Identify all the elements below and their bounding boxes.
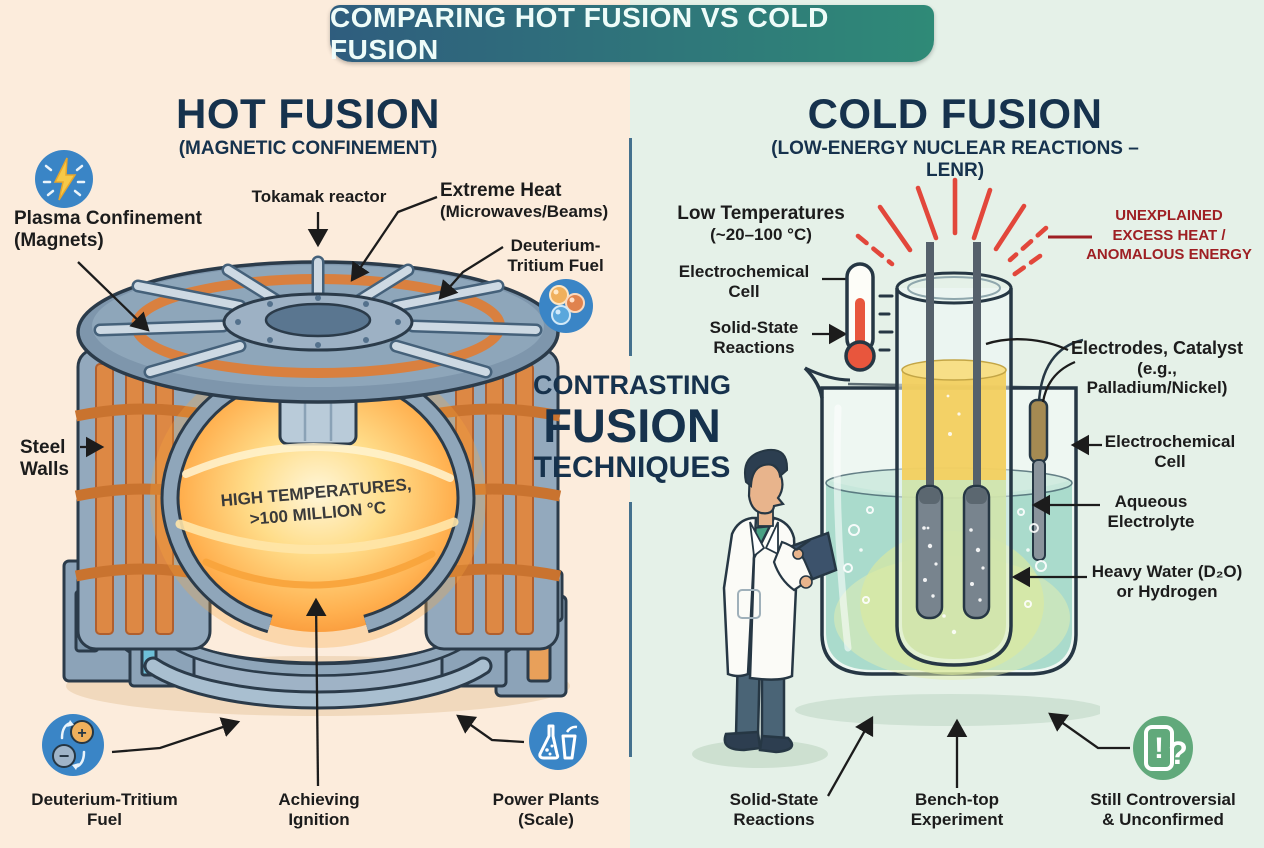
label-solid-state-bottom-line1: Solid-State (729, 790, 819, 809)
label-dt-fuel-top: Deuterium- Tritium Fuel (498, 236, 613, 275)
power-plant-icon (529, 712, 587, 770)
label-electrochemical-cell-left: Electrochemical Cell (668, 262, 820, 301)
label-controversial-line1: Still Controversial (1090, 790, 1236, 809)
label-achieving-ignition-line2: Ignition (288, 809, 350, 829)
label-plasma-confinement-line2: (Magnets) (14, 229, 104, 251)
controversial-icon: ! ? (1133, 716, 1193, 780)
label-electro-cell-right-line2: Cell (1154, 451, 1186, 471)
center-title-line3: TECHNIQUES (533, 451, 731, 484)
svg-text:!: ! (1154, 732, 1164, 765)
lightning-icon (35, 150, 93, 208)
label-dt-fuel-top-line1: Deuterium- (510, 236, 601, 255)
label-benchtop-line2: Experiment (910, 809, 1004, 829)
label-still-controversial: Still Controversial & Unconfirmed (1068, 790, 1258, 829)
label-power-plants-line2: (Scale) (518, 809, 574, 829)
panel-divider-bottom (629, 502, 632, 757)
label-heavy-water-line2: or Hydrogen (1116, 581, 1218, 601)
banner: COMPARING HOT FUSION VS COLD FUSION (330, 2, 934, 65)
heat-rays-icon (855, 177, 1049, 279)
label-unexplained-line2: EXCESS HEAT / (1112, 226, 1226, 244)
label-aqueous-line2: Electrolyte (1107, 511, 1195, 531)
label-low-temp-line2: (~20–100 °C) (710, 224, 812, 244)
center-title-line2: FUSION (543, 399, 721, 452)
label-electrochemical-cell-right: Electrochemical Cell (1092, 432, 1248, 471)
cold-subtitle: (LOW-ENERGY NUCLEAR REACTIONS – LENR) (771, 138, 1139, 181)
label-aqueous-line1: Aqueous (1114, 492, 1188, 511)
label-plasma-confinement: Plasma Confinement (Magnets) (14, 208, 214, 252)
label-heavy-water: Heavy Water (D₂O) or Hydrogen (1076, 562, 1258, 601)
label-benchtop-experiment: Bench-top Experiment (892, 790, 1022, 829)
label-achieving-ignition: Achieving Ignition (263, 790, 375, 829)
hot-subtitle: (MAGNETIC CONFINEMENT) (178, 138, 438, 159)
label-steel-walls-line2: Walls (20, 458, 69, 480)
label-dt-fuel-bottom-line1: Deuterium-Tritium (31, 790, 178, 809)
label-solid-state-bottom: Solid-State Reactions (714, 790, 834, 829)
label-unexplained-heat: UNEXPLAINED EXCESS HEAT / ANOMALOUS ENER… (1085, 206, 1253, 265)
label-low-temp-line1: Low Temperatures (677, 203, 845, 224)
label-steel-walls: Steel Walls (20, 437, 82, 481)
center-title: CONTRASTING FUSION TECHNIQUES (533, 372, 731, 483)
scientist-illustration (692, 448, 838, 768)
label-dt-fuel-bottom-line2: Fuel (87, 809, 122, 829)
cold-title: COLD FUSION (807, 90, 1103, 137)
label-electrodes-line1: Electrodes, Catalyst (1070, 338, 1244, 358)
fuel-atoms-icon (539, 279, 593, 333)
label-achieving-ignition-line1: Achieving (278, 790, 360, 809)
label-power-plants: Power Plants (Scale) (481, 790, 611, 829)
label-electro-cell-left-line1: Electrochemical (678, 262, 810, 281)
label-extreme-heat: Extreme Heat (Microwaves/Beams) (440, 180, 615, 221)
panel-divider-top (629, 138, 632, 356)
label-solid-state-left-line2: Reactions (713, 337, 795, 357)
label-solid-state-left: Solid-State Reactions (690, 318, 818, 357)
label-tokamak-reactor: Tokamak reactor (251, 187, 387, 206)
label-controversial-line2: & Unconfirmed (1102, 809, 1224, 829)
hot-title-block: HOT FUSION (MAGNETIC CONFINEMENT) (118, 93, 498, 160)
label-dt-fuel-bottom: Deuterium-Tritium Fuel (22, 790, 187, 829)
label-extreme-heat-line1: Extreme Heat (440, 180, 562, 201)
label-solid-state-left-line1: Solid-State (709, 318, 799, 337)
label-dt-fuel-top-line2: Tritium Fuel (507, 255, 604, 275)
label-heavy-water-line1: Heavy Water (D₂O) (1091, 562, 1243, 581)
label-solid-state-bottom-line2: Reactions (733, 809, 815, 829)
center-title-line1: CONTRASTING (533, 370, 731, 400)
label-benchtop-line1: Bench-top (914, 790, 1000, 809)
cold-title-block: COLD FUSION (LOW-ENERGY NUCLEAR REACTION… (740, 93, 1170, 182)
hot-title: HOT FUSION (176, 90, 440, 137)
svg-text:+: + (77, 725, 86, 742)
label-aqueous-electrolyte: Aqueous Electrolyte (1086, 492, 1216, 531)
banner-title: COMPARING HOT FUSION VS COLD FUSION (330, 1, 829, 65)
electrochemical-cell-illustration (795, 242, 1100, 726)
label-low-temperatures: Low Temperatures (~20–100 °C) (672, 203, 850, 244)
label-unexplained-line3: ANOMALOUS ENERGY (1086, 246, 1252, 263)
svg-text:−: − (59, 746, 70, 766)
label-electro-cell-right-line1: Electrochemical (1104, 432, 1236, 451)
label-electrodes-catalyst: Electrodes, Catalyst (e.g., Palladium/Ni… (1066, 338, 1248, 398)
label-plasma-confinement-line1: Plasma Confinement (14, 208, 202, 229)
tokamak-reactor-illustration (62, 255, 570, 716)
label-electro-cell-left-line2: Cell (728, 281, 760, 301)
label-electrodes-line2: (e.g., Palladium/Nickel) (1086, 358, 1228, 398)
label-extreme-heat-line2: (Microwaves/Beams) (440, 201, 609, 221)
label-steel-walls-line1: Steel (20, 437, 66, 458)
dt-fuel-icon: + − (42, 714, 104, 776)
thermometer-icon (844, 262, 894, 372)
label-power-plants-line1: Power Plants (492, 790, 600, 809)
svg-text:?: ? (1168, 735, 1188, 771)
label-unexplained-line1: UNEXPLAINED (1115, 207, 1223, 224)
